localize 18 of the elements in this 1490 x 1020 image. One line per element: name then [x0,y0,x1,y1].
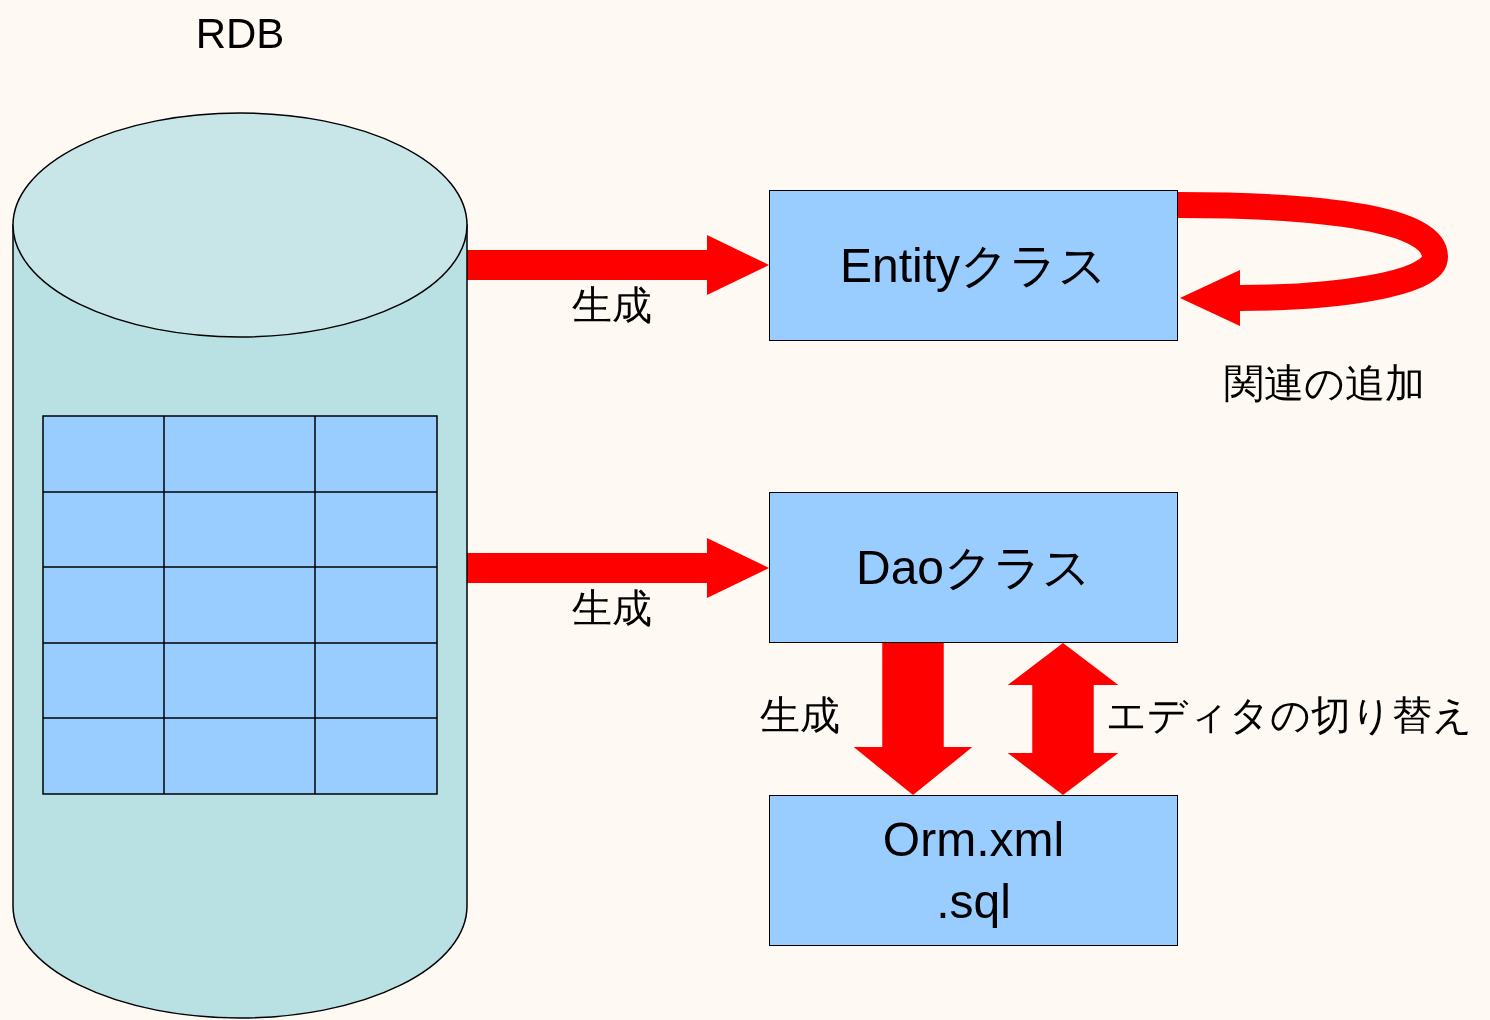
edge-label: 生成 [760,692,840,739]
edge-label: 生成 [572,585,652,632]
edge-label: エディタの切り替え [1106,692,1473,739]
class-box [769,190,1178,341]
block-arrow [1177,192,1448,326]
box-label: Entityクラス [839,237,1107,294]
box-label: .sql [936,873,1011,930]
block-arrow [467,235,769,295]
block-arrow [467,538,769,598]
box-label: Orm.xml [882,811,1065,868]
block-arrow [1007,643,1119,795]
block-arrow [853,643,973,795]
class-box [769,492,1178,643]
box-label: Daoクラス [855,539,1092,596]
edge-label: 生成 [572,282,652,329]
class-box [769,795,1178,946]
edge-label: 関連の追加 [1224,360,1425,407]
database-title: RDB [194,10,286,58]
